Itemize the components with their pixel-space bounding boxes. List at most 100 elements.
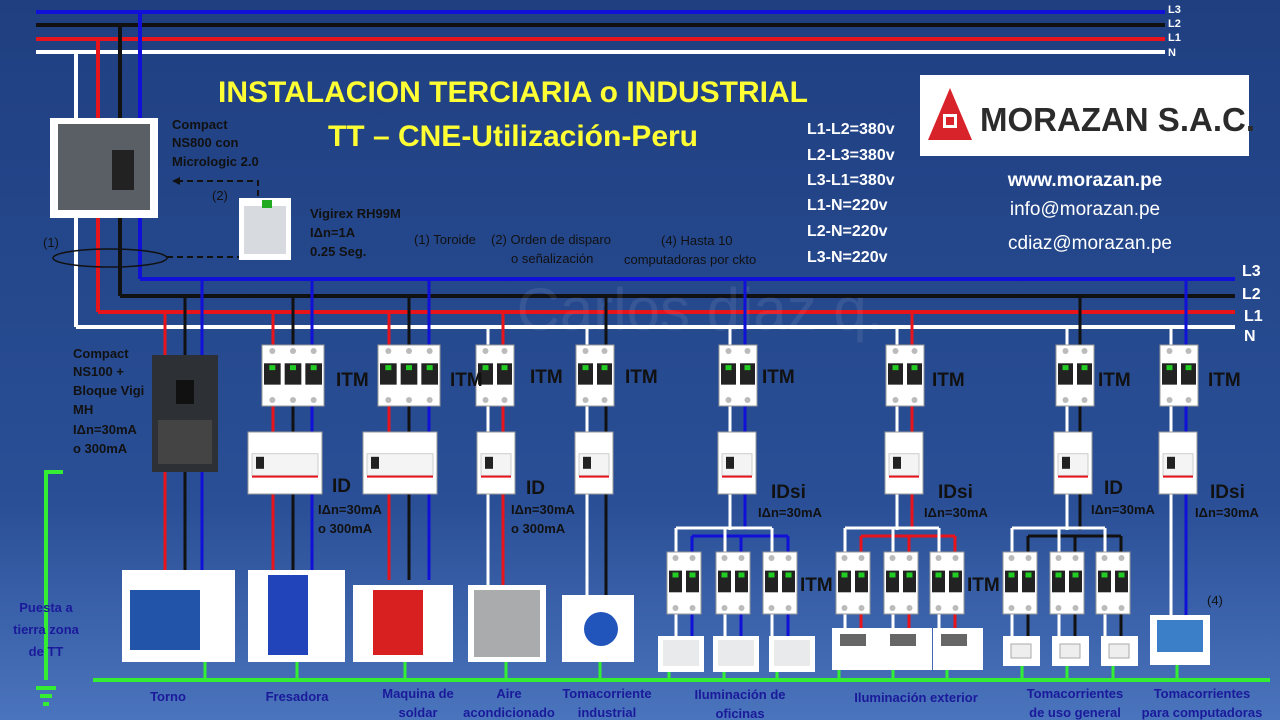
itm-sub-toggle-icon <box>1025 572 1032 578</box>
id-2p-lever <box>485 456 493 469</box>
main-bus-l1: L1 <box>1244 308 1263 325</box>
ns100-label-4: MH <box>73 402 93 417</box>
itm-sub-toggle-icon <box>858 572 865 578</box>
website-link[interactable]: www.morazan.pe <box>1007 170 1163 191</box>
note-orden-1: (2) Orden de disparo <box>491 232 611 247</box>
panel-light-image-detail <box>663 640 699 666</box>
itm-3p-screw-icon <box>406 348 412 354</box>
caption-fresadora: Fresadora <box>266 689 330 704</box>
itm-3p-screw-icon <box>290 397 296 403</box>
itm-2p-pole <box>578 363 593 385</box>
itm-sub-screw-icon <box>768 605 775 611</box>
street-light-image-detail <box>890 634 916 646</box>
toroid-icon <box>52 248 168 268</box>
title-line-1: INSTALACION TERCIARIA o INDUSTRIAL <box>218 76 808 109</box>
id-2p-lever <box>726 456 734 469</box>
ns100-label-6: o 300mA <box>73 441 128 456</box>
itm-2p-screw-icon <box>1166 348 1173 354</box>
trip-signal-line <box>174 180 259 196</box>
caption-computadoras-2: para computadoras <box>1142 705 1263 720</box>
arrow-icon <box>172 177 180 185</box>
itm-label-exterior: ITM <box>932 370 965 391</box>
sens-aire-2: o 300mA <box>511 521 566 536</box>
itm-sub-screw-icon <box>785 605 792 611</box>
itm-sub-screw-icon <box>1055 605 1062 611</box>
panel-light-image-detail <box>774 640 810 666</box>
itm-3p-screw-icon <box>269 348 276 354</box>
itm-3p-screw-icon <box>310 348 317 354</box>
note-orden-2: o señalización <box>511 251 593 266</box>
itm-sub-screw-icon <box>841 555 848 561</box>
street-light-image-detail <box>941 634 967 646</box>
title-line-2: TT – CNE-Utilización-Peru <box>328 120 698 153</box>
itm-3p-toggle-icon <box>385 365 392 371</box>
main-bus-n: N <box>1244 328 1256 345</box>
email-info[interactable]: info@morazan.pe <box>1010 199 1160 220</box>
itm-3p-screw-icon <box>385 397 392 403</box>
itm-2p-screw-icon <box>601 397 608 403</box>
itm-sub-screw-icon <box>1008 555 1015 561</box>
itm-sub-pole <box>949 570 962 593</box>
itm-2p-screw-icon <box>1081 348 1088 354</box>
itm-sub-toggle-icon <box>1072 572 1079 578</box>
itm-sub-pole <box>669 570 682 593</box>
top-bus-l3: L3 <box>1168 4 1181 16</box>
itm-3p-screw-icon <box>426 348 433 354</box>
itm-2p-screw-icon <box>744 348 751 354</box>
itm-sub-screw-icon <box>785 555 792 561</box>
itm-sub-pole <box>886 570 899 593</box>
socket-image-detail <box>1010 643 1032 659</box>
itm-sub-screw-icon <box>672 605 679 611</box>
itm-sub-screw-icon <box>1101 555 1108 561</box>
load-images <box>122 570 1210 672</box>
id-2p-lever <box>893 456 901 469</box>
itm-sub-toggle-icon <box>935 572 942 578</box>
itm-label-oficinas: ITM <box>762 367 795 388</box>
itm-3p-screw-icon <box>406 397 412 403</box>
itm-sub-screw-icon <box>935 555 942 561</box>
itm-2p-screw-icon <box>501 348 508 354</box>
itm-2p-pole <box>721 363 736 385</box>
itm-sub-toggle-icon <box>906 572 913 578</box>
itm-label-general: ITM <box>1098 370 1131 391</box>
voltage-l3-n: L3-N=220v <box>807 249 888 266</box>
id-4p-face <box>366 453 434 476</box>
itm-label-fresadora: ITM <box>336 370 369 391</box>
note-1: (1) <box>43 235 59 250</box>
sens-exterior: IΔn=30mA <box>924 505 989 520</box>
id-label-aire: ID <box>526 478 545 499</box>
top-bus-l2: L2 <box>1168 18 1181 30</box>
main-busbars <box>76 277 1235 329</box>
itm-sub-screw-icon <box>889 605 896 611</box>
itm-2p-toggle-icon <box>501 365 508 371</box>
itm-sub-toggle-icon <box>952 572 959 578</box>
sens-computadoras: IΔn=30mA <box>1195 505 1260 520</box>
itm-sub-screw-icon <box>1072 555 1079 561</box>
itm-2p-toggle-icon <box>582 365 589 371</box>
voltage-l2-n: L2-N=220v <box>807 223 888 240</box>
itm-sub-screw-icon <box>672 555 679 561</box>
caption-torno: Torno <box>150 689 186 704</box>
sens-fresadora-2: o 300mA <box>318 521 373 536</box>
itm-sub-screw-icon <box>738 555 745 561</box>
itm-sub-screw-icon <box>1101 605 1108 611</box>
aire-acondicionado-image-detail <box>474 590 540 657</box>
street-light-image-detail <box>840 634 866 646</box>
itm-2p-toggle-icon <box>725 365 732 371</box>
itm-2p-screw-icon <box>1185 348 1192 354</box>
idsi-label-exterior: IDsi <box>938 482 973 503</box>
itm-sub-toggle-icon <box>1008 572 1015 578</box>
itm-2p-screw-icon <box>892 397 899 403</box>
vigirex-body <box>244 206 286 254</box>
itm-sub-screw-icon <box>841 605 848 611</box>
itm-2p-pole <box>907 363 922 385</box>
itm-2p-pole <box>740 363 755 385</box>
itm-2p-screw-icon <box>1185 397 1192 403</box>
vigirex-label-1: Vigirex RH99M <box>310 206 401 221</box>
itm-3p-toggle-icon <box>269 365 276 371</box>
itm-sub-screw-icon <box>768 555 775 561</box>
email-cdiaz[interactable]: cdiaz@morazan.pe <box>1008 233 1172 254</box>
sens-aire-1: IΔn=30mA <box>511 502 576 517</box>
ns100-label-3: Bloque Vigi <box>73 383 144 398</box>
